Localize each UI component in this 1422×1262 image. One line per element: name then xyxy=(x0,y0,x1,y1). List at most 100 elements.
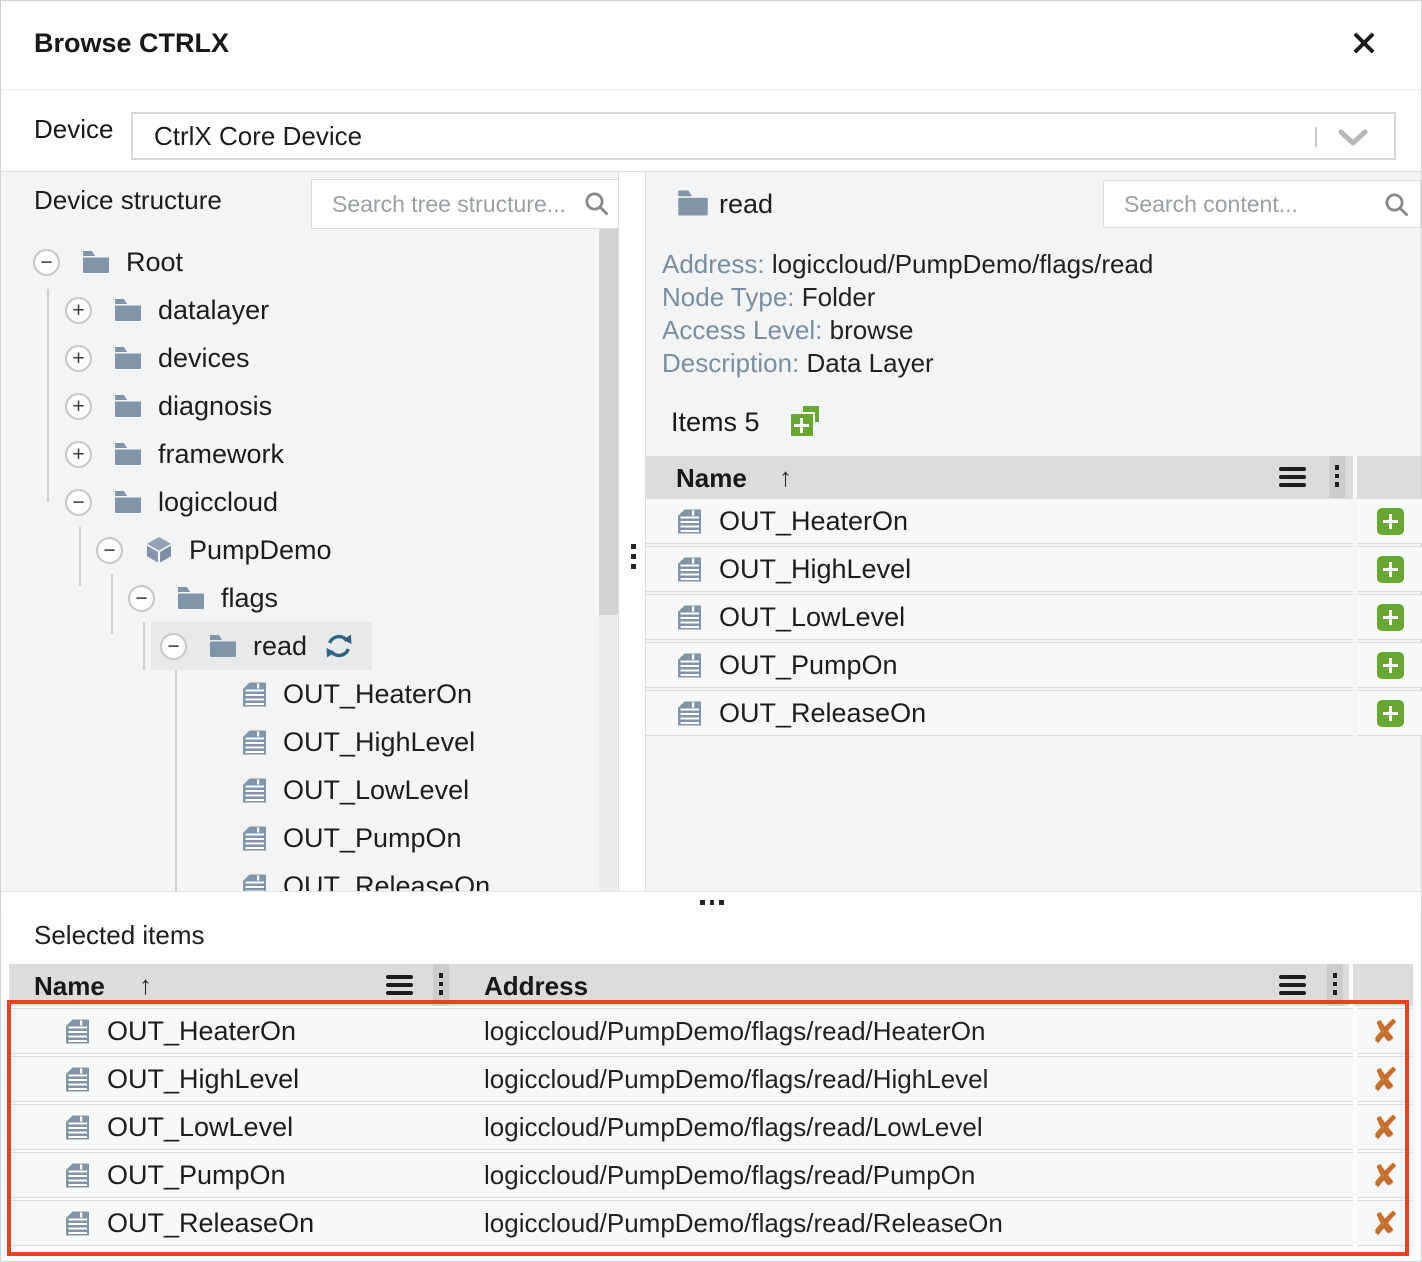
tree-scrollbar-track[interactable] xyxy=(599,229,618,891)
chevron-down-icon[interactable] xyxy=(1338,129,1368,147)
add-item-icon[interactable] xyxy=(1376,555,1404,583)
remove-item-icon[interactable]: ✘ xyxy=(1371,1060,1399,1098)
collapse-icon[interactable]: − xyxy=(128,584,155,612)
item-name-cell[interactable]: OUT_HighLevel xyxy=(646,546,1353,592)
item-name: OUT_HeaterOn xyxy=(719,505,909,536)
node-title: read xyxy=(719,189,774,219)
device-label: Device xyxy=(34,114,114,144)
document-icon xyxy=(66,1211,89,1235)
device-row: Device CtrlX Core Device xyxy=(1,90,1421,172)
tree-item-devices[interactable]: +devices xyxy=(65,334,250,382)
item-name-cell[interactable]: OUT_LowLevel xyxy=(646,594,1353,640)
items-table-row[interactable]: OUT_ReleaseOn xyxy=(646,690,1422,736)
remove-item-icon[interactable]: ✘ xyxy=(1371,1012,1399,1050)
add-all-items-icon[interactable] xyxy=(788,405,823,439)
panel-splitter[interactable] xyxy=(619,172,645,891)
tree-item-label: PumpDemo xyxy=(189,534,332,565)
column-menu-icon[interactable] xyxy=(1279,467,1306,487)
panel-splitter-grip[interactable] xyxy=(631,544,636,574)
tree-item-diagnosis[interactable]: + diagnosis xyxy=(65,382,272,430)
item-name-cell[interactable]: OUT_ReleaseOn xyxy=(646,690,1353,736)
expand-icon[interactable]: + xyxy=(65,296,92,324)
collapse-icon[interactable]: − xyxy=(33,248,60,276)
selected-row-action-cell: ✘ xyxy=(1357,1104,1413,1150)
close-icon[interactable] xyxy=(1347,26,1381,60)
expand-icon[interactable]: + xyxy=(65,440,92,468)
horizontal-splitter-grip[interactable] xyxy=(700,900,729,905)
column-resize-handle[interactable] xyxy=(1327,964,1343,1006)
items-table-row[interactable]: OUT_HighLevel xyxy=(646,546,1422,592)
collapse-icon[interactable]: − xyxy=(65,488,92,516)
column-menu-icon[interactable] xyxy=(1279,975,1306,995)
item-name-cell[interactable]: OUT_PumpOn xyxy=(646,642,1353,688)
tree-item-logiccloud[interactable]: −logiccloud xyxy=(65,478,278,526)
tree-item-OUT_HighLevel[interactable]: OUT_HighLevel xyxy=(241,718,475,766)
tree-item-framework[interactable]: +framework xyxy=(65,430,284,478)
tree-search-input[interactable] xyxy=(312,180,620,228)
tree-item-label: read xyxy=(253,630,308,661)
remove-item-icon[interactable]: ✘ xyxy=(1371,1156,1399,1194)
items-table-row[interactable]: OUT_PumpOn xyxy=(646,642,1422,688)
column-menu-icon[interactable] xyxy=(386,975,413,995)
item-action-cell xyxy=(1357,642,1422,688)
items-table-row[interactable]: OUT_LowLevel xyxy=(646,594,1422,640)
item-name: OUT_HighLevel xyxy=(719,553,912,584)
column-resize-handle[interactable] xyxy=(1329,456,1345,498)
document-icon xyxy=(243,874,266,891)
horizontal-splitter[interactable] xyxy=(1,891,1421,914)
detail-line: Address: logiccloud/PumpDemo/flags/read xyxy=(662,248,1153,281)
tree-item-read[interactable]: − read xyxy=(151,622,373,670)
refresh-icon[interactable] xyxy=(324,631,354,661)
remove-item-icon[interactable]: ✘ xyxy=(1371,1108,1399,1146)
dialog-titlebar: Browse CTRLX xyxy=(1,1,1421,90)
search-icon xyxy=(585,192,609,216)
remove-item-icon[interactable]: ✘ xyxy=(1371,1204,1399,1242)
selected-item-name: OUT_PumpOn xyxy=(107,1159,286,1190)
tree-item-label: diagnosis xyxy=(158,390,273,421)
selected-items-section: Selected items Name ↑ Address OUT_Heater… xyxy=(1,913,1421,1261)
item-action-cell xyxy=(1357,546,1422,592)
document-icon xyxy=(678,701,701,725)
tree-item-flags[interactable]: −flags xyxy=(128,574,278,622)
collapse-icon[interactable]: − xyxy=(96,536,123,564)
tree-item-label: OUT_HighLevel xyxy=(283,726,476,757)
folder-icon xyxy=(115,491,141,513)
collapse-icon[interactable]: − xyxy=(160,632,187,660)
column-resize-handle[interactable] xyxy=(433,964,449,1006)
tree-item-OUT_PumpOn[interactable]: OUT_PumpOn xyxy=(241,814,462,862)
tree-guide-line xyxy=(143,622,145,670)
tree-item-OUT_ReleaseOn[interactable]: OUT_ReleaseOn xyxy=(241,862,490,891)
tree-item-PumpDemo[interactable]: − PumpDemo xyxy=(96,526,332,574)
tree-scrollbar-thumb[interactable] xyxy=(599,229,618,615)
tree-item-Root[interactable]: −Root xyxy=(33,238,183,286)
items-table-row[interactable]: OUT_HeaterOn xyxy=(646,498,1422,544)
sort-ascending-icon[interactable]: ↑ xyxy=(139,970,152,1000)
expand-icon[interactable]: + xyxy=(65,344,92,372)
sort-ascending-icon[interactable]: ↑ xyxy=(779,462,792,492)
document-icon xyxy=(243,730,266,754)
add-item-icon[interactable] xyxy=(1376,651,1404,679)
detail-label: Address: xyxy=(662,249,765,279)
document-icon xyxy=(66,1115,89,1139)
expand-icon[interactable]: + xyxy=(65,392,92,420)
device-select[interactable]: CtrlX Core Device xyxy=(131,112,1396,160)
tree-item-OUT_LowLevel[interactable]: OUT_LowLevel xyxy=(241,766,469,814)
content-search-input[interactable] xyxy=(1104,181,1420,227)
tree-item-OUT_HeaterOn[interactable]: OUT_HeaterOn xyxy=(241,670,472,718)
add-item-icon[interactable] xyxy=(1376,507,1404,535)
detail-label: Node Type: xyxy=(662,282,795,312)
item-name-cell[interactable]: OUT_HeaterOn xyxy=(646,498,1353,544)
tree-item-datalayer[interactable]: +datalayer xyxy=(65,286,269,334)
add-item-icon[interactable] xyxy=(1376,699,1404,727)
add-item-icon[interactable] xyxy=(1376,603,1404,631)
